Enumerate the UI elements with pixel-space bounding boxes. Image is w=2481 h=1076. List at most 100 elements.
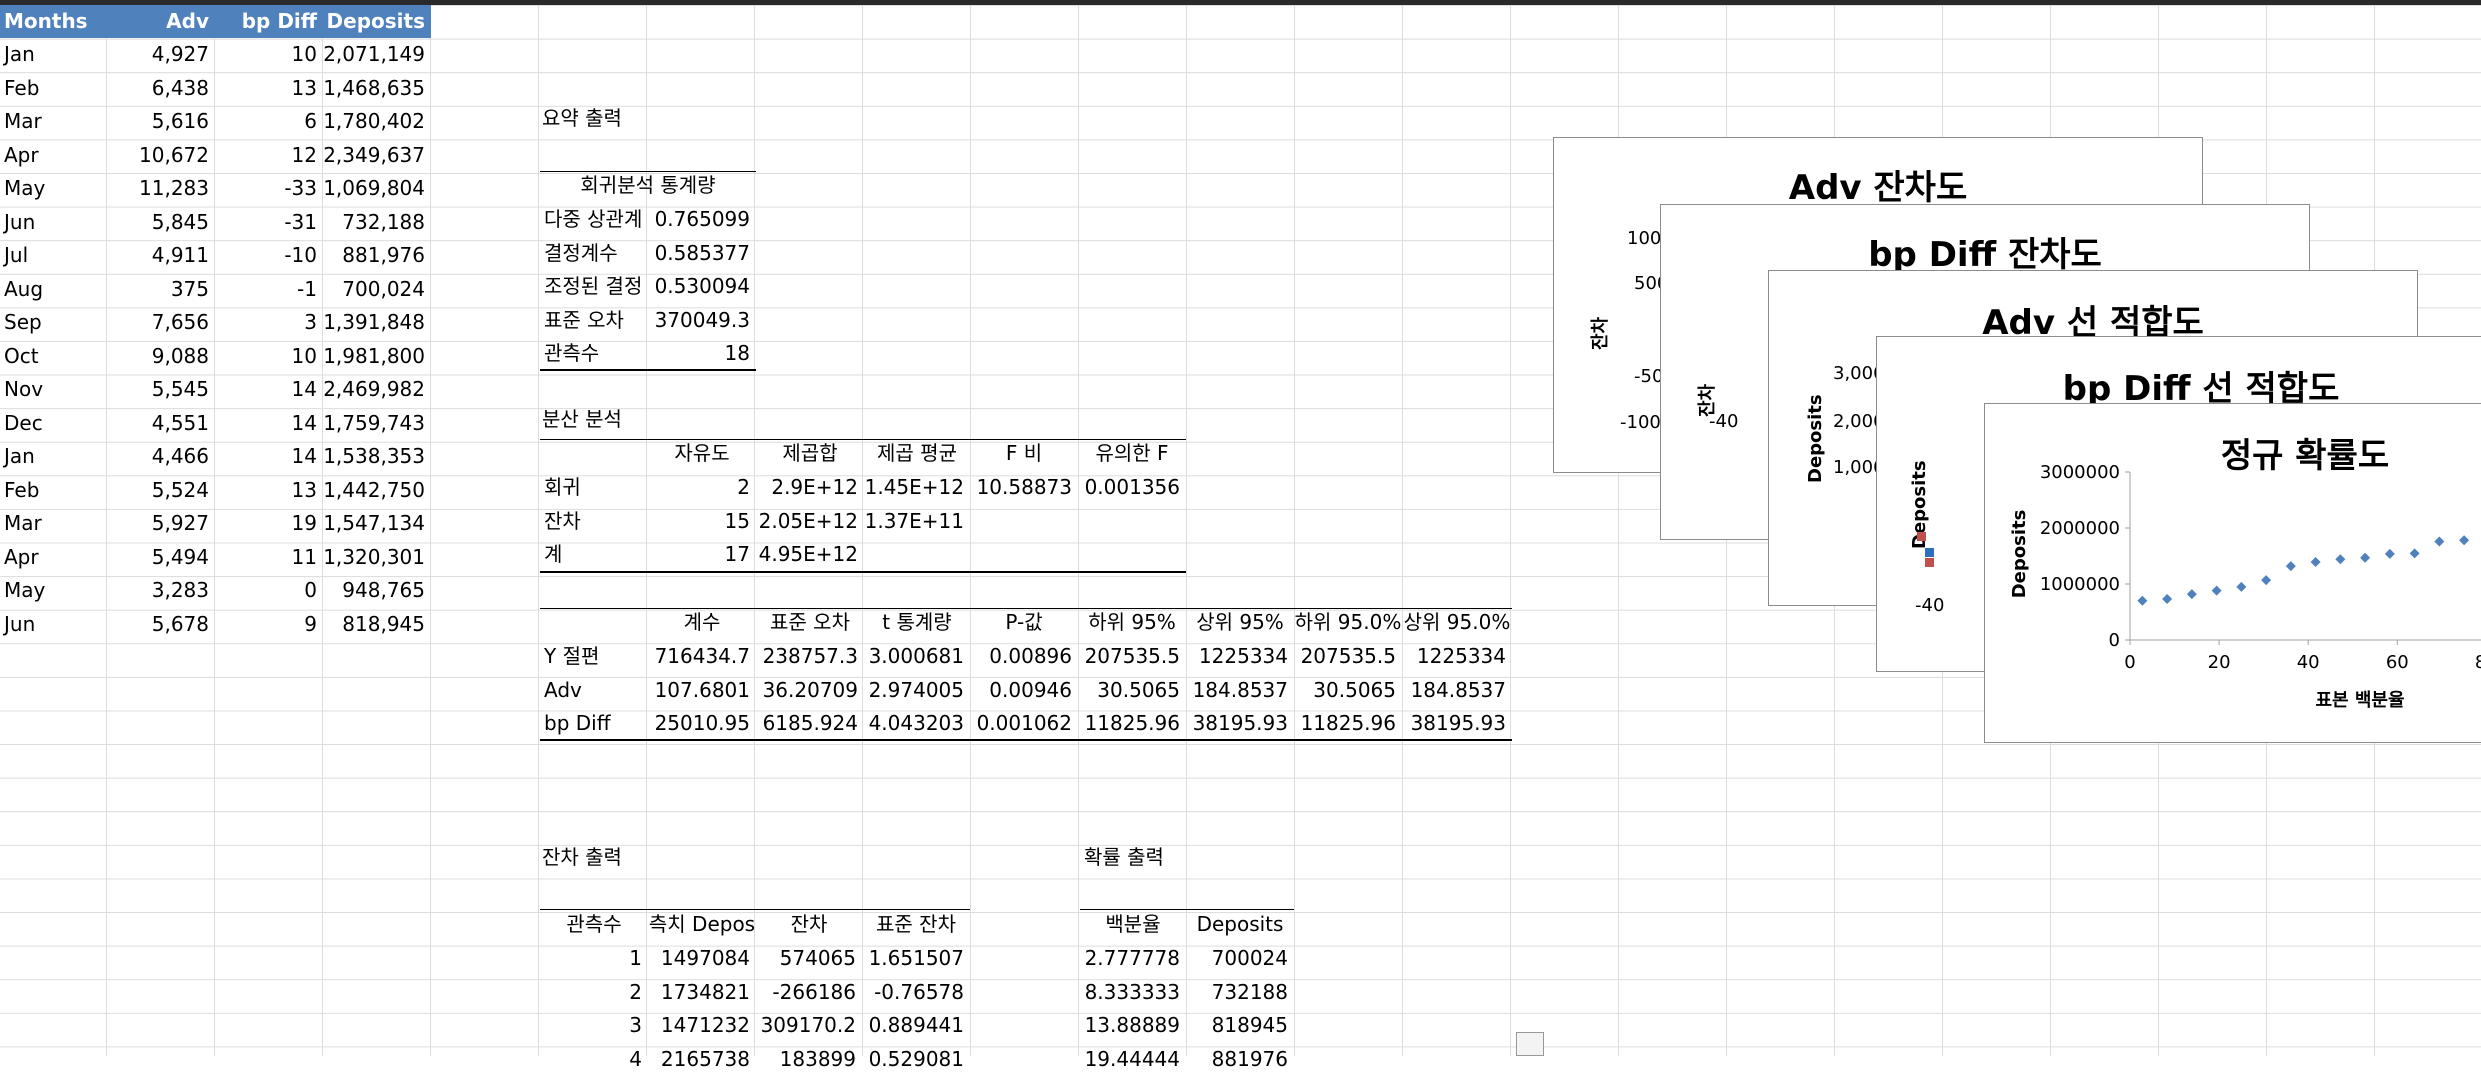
adv-cell[interactable]: 3,283 [151, 578, 209, 602]
probability-header[interactable]: 백분율 [1105, 912, 1161, 936]
anova-cell[interactable]: 15 [724, 508, 750, 533]
probability-cell[interactable]: 818945 [1211, 1013, 1288, 1037]
residual-cell[interactable]: 1.651507 [868, 946, 964, 970]
deposits-cell[interactable]: 732,188 [342, 209, 425, 234]
coef-header[interactable]: 상위 95% [1196, 610, 1284, 634]
deposits-cell[interactable]: 1,981,800 [323, 343, 425, 368]
coef-cell[interactable]: 238757.3 [762, 644, 858, 668]
coef-header[interactable]: 상위 95.0% [1403, 610, 1511, 634]
residual-cell[interactable]: 1497084 [660, 946, 750, 970]
anova-header[interactable]: 제곱합 [782, 441, 838, 465]
bp-diff-cell[interactable]: 10 [291, 343, 317, 368]
header-deposits[interactable]: Deposits [323, 5, 431, 38]
coef-header[interactable]: 표준 오차 [770, 610, 850, 634]
coef-cell[interactable]: 6185.924 [762, 711, 858, 735]
coef-cell[interactable]: 4.043203 [868, 711, 964, 735]
adv-cell[interactable]: 4,551 [151, 410, 209, 435]
probability-cell[interactable]: 881976 [1211, 1046, 1288, 1071]
month-cell[interactable]: Sep [4, 310, 42, 334]
residual-cell[interactable]: 0.889441 [868, 1013, 964, 1037]
anova-header[interactable]: F 비 [1005, 441, 1043, 465]
probability-header[interactable]: Deposits [1196, 912, 1284, 936]
bp-diff-cell[interactable]: 13 [291, 477, 317, 502]
bp-diff-cell[interactable]: 14 [291, 377, 317, 401]
month-cell[interactable]: Mar [4, 109, 42, 133]
stat-value[interactable]: 0.765099 [654, 207, 750, 231]
coef-cell[interactable]: 1225334 [1416, 644, 1506, 668]
header-adv[interactable]: Adv [107, 5, 215, 38]
bp-diff-cell[interactable]: -31 [284, 209, 317, 234]
residual-cell[interactable]: 2165738 [660, 1046, 750, 1071]
residual-cell[interactable]: 183899 [779, 1046, 856, 1071]
coef-cell[interactable]: 207535.5 [1084, 644, 1180, 668]
bp-diff-cell[interactable]: 12 [291, 142, 317, 167]
coef-cell[interactable]: 184.8537 [1192, 677, 1288, 702]
anova-cell[interactable]: 회귀 [544, 475, 581, 499]
anova-cell[interactable] [970, 505, 1078, 538]
adv-cell[interactable]: 10,672 [139, 142, 209, 167]
bp-diff-cell[interactable]: 9 [304, 611, 317, 636]
coef-header[interactable]: 하위 95.0% [1294, 610, 1402, 634]
month-cell[interactable]: Apr [4, 544, 39, 569]
month-cell[interactable]: Jun [4, 209, 36, 234]
bp-diff-cell[interactable]: 10 [291, 42, 317, 66]
month-cell[interactable]: Aug [4, 276, 44, 301]
coef-header[interactable]: 계수 [683, 610, 721, 634]
residual-cell[interactable]: -266186 [772, 979, 856, 1004]
anova-header[interactable] [540, 437, 648, 470]
stat-value[interactable]: 0.585377 [654, 240, 750, 265]
coef-cell[interactable]: 38195.93 [1410, 711, 1506, 735]
deposits-cell[interactable]: 1,547,134 [323, 511, 425, 535]
adv-cell[interactable]: 5,678 [151, 611, 209, 636]
bp-diff-cell[interactable]: 14 [291, 410, 317, 435]
month-cell[interactable]: Oct [4, 343, 39, 368]
anova-cell[interactable] [970, 538, 1078, 571]
anova-cell[interactable] [1078, 538, 1186, 571]
coef-cell[interactable]: 0.00896 [989, 644, 1072, 668]
residual-header[interactable]: 관측수 [566, 912, 622, 936]
coef-cell[interactable]: 1225334 [1198, 644, 1288, 668]
anova-header[interactable]: 자유도 [674, 441, 730, 465]
residual-header[interactable]: 측치 Depos [648, 912, 756, 936]
residual-cell[interactable]: 3 [629, 1013, 642, 1037]
coef-cell[interactable]: 716434.7 [654, 644, 750, 668]
anova-cell[interactable]: 0.001356 [1084, 475, 1180, 499]
residual-cell[interactable]: 309170.2 [760, 1013, 856, 1037]
month-cell[interactable]: Jul [4, 243, 29, 267]
deposits-cell[interactable]: 1,442,750 [323, 477, 425, 502]
coef-cell[interactable]: 38195.93 [1192, 711, 1288, 735]
adv-cell[interactable]: 6,438 [151, 75, 209, 100]
anova-cell[interactable]: 계 [544, 542, 563, 566]
deposits-cell[interactable]: 1,538,353 [323, 444, 425, 468]
bp-diff-cell[interactable]: -10 [284, 243, 317, 267]
month-cell[interactable]: Jun [4, 611, 36, 636]
residual-cell[interactable]: 1734821 [660, 979, 750, 1004]
deposits-cell[interactable]: 700,024 [342, 276, 425, 301]
anova-cell[interactable]: 2.9E+12 [771, 475, 858, 499]
coef-cell[interactable]: bp Diff [544, 711, 611, 735]
bp-diff-cell[interactable]: 3 [304, 310, 317, 334]
month-cell[interactable]: Feb [4, 75, 40, 100]
probability-cell[interactable]: 13.88889 [1084, 1013, 1180, 1037]
adv-cell[interactable]: 9,088 [151, 343, 209, 368]
deposits-cell[interactable]: 2,349,637 [323, 142, 425, 167]
residual-header[interactable]: 표준 잔차 [876, 912, 956, 936]
stat-label[interactable]: 결정계수 [544, 240, 618, 265]
adv-cell[interactable]: 4,466 [151, 444, 209, 468]
adv-cell[interactable]: 5,494 [151, 544, 209, 569]
coef-cell[interactable]: 36.20709 [762, 677, 858, 702]
deposits-cell[interactable]: 1,320,301 [323, 544, 425, 569]
probability-cell[interactable]: 700024 [1211, 946, 1288, 970]
deposits-cell[interactable]: 1,069,804 [323, 176, 425, 200]
paste-options-icon[interactable] [1516, 1032, 1544, 1056]
adv-cell[interactable]: 4,927 [151, 42, 209, 66]
deposits-cell[interactable]: 1,780,402 [323, 109, 425, 133]
coef-cell[interactable]: 30.5065 [1313, 677, 1396, 702]
adv-cell[interactable]: 5,845 [151, 209, 209, 234]
deposits-cell[interactable]: 1,391,848 [323, 310, 425, 334]
header-bp-diff[interactable]: bp Diff [215, 5, 323, 38]
anova-cell[interactable]: 2.05E+12 [758, 508, 858, 533]
bp-diff-cell[interactable]: -1 [297, 276, 317, 301]
anova-cell[interactable]: 10.58873 [976, 475, 1072, 499]
anova-cell[interactable]: 2 [737, 475, 750, 499]
